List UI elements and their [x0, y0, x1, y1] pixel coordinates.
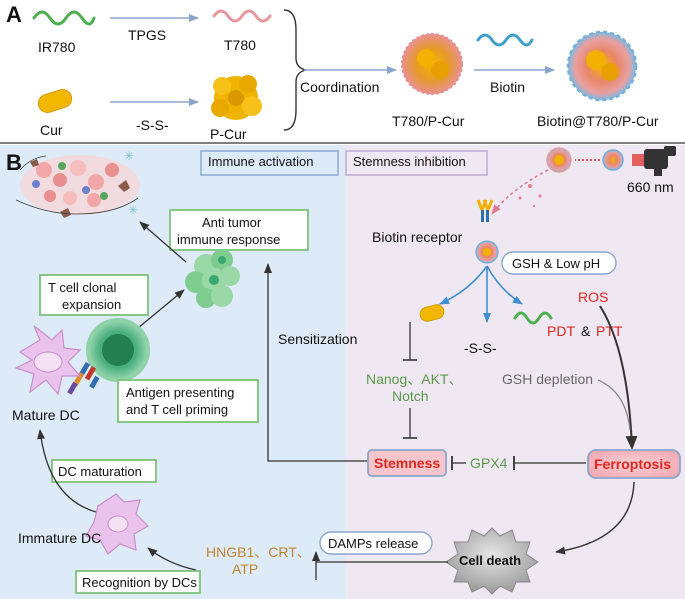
damps-label: DAMPs release: [328, 536, 418, 551]
laser-icon: [546, 146, 676, 176]
anti-tumor-line1: Anti tumor: [202, 215, 262, 230]
ir780-released-icon: [513, 311, 553, 325]
biotin-receptor-label: Biotin receptor: [372, 229, 463, 245]
t780-pcur-label: T780/P-Cur: [392, 113, 465, 129]
panel-b-label: B: [6, 150, 22, 175]
biotin-receptor-icon: [476, 199, 494, 222]
ir780-label: IR780: [38, 39, 76, 55]
biotin-label: Biotin: [490, 79, 525, 95]
cur-capsule-icon: [37, 89, 73, 113]
ros-label: ROS: [578, 289, 608, 305]
nanog-line2: Notch: [392, 388, 429, 404]
immune-activation-box: Immune activation: [208, 154, 314, 169]
immune-activation-border: [200, 150, 339, 176]
internalized-nanoparticle-icon: [475, 240, 499, 264]
svg-text:✳: ✳: [124, 149, 134, 163]
t780-pcur-nanoparticle-icon: [401, 33, 463, 95]
branch-left-arrow: [439, 265, 488, 305]
ir780-wave-icon: [32, 10, 96, 26]
recognition-arrow: [147, 547, 197, 571]
damps-box: [319, 531, 433, 555]
immature-dc-label: Immature DC: [18, 530, 101, 546]
sensitization-arrow: [264, 263, 370, 462]
tumor-cluster-icon: ✳ ✳: [15, 149, 140, 218]
mature-dc-icon: [14, 325, 82, 396]
stemness-box: [367, 449, 447, 477]
anti-tumor-box: [169, 209, 309, 251]
t-cell-cluster-icon: [185, 249, 240, 308]
svg-text:✳: ✳: [128, 203, 138, 217]
recognition-box: [75, 570, 201, 594]
anti-tumor-line2: immune response: [177, 232, 280, 247]
final-label: Biotin@T780/P-Cur: [537, 113, 659, 129]
ros-arrow: [599, 305, 638, 450]
t-cell-clonal-line2: expansion: [62, 297, 121, 312]
gsh-depletion-label: GSH depletion: [502, 371, 593, 387]
antigen-line2: and T cell priming: [126, 402, 228, 417]
panel-b: B ✳ ✳ Immune activation Stemness inhibit…: [0, 145, 685, 599]
ferroptosis-label: Ferroptosis: [594, 456, 671, 472]
gsh-depletion-arrow: [597, 379, 631, 431]
attack-arrow: [139, 221, 187, 263]
gpx4-label: GPX4: [470, 455, 508, 471]
tpgs-label: TPGS: [128, 27, 166, 43]
bracket: [283, 9, 307, 131]
uptake-dots-icon: [518, 184, 542, 208]
t-cell-icon: [86, 318, 150, 382]
nanog-line1: Nanog、AKT、: [366, 371, 462, 387]
stemness-label: Stemness: [374, 455, 440, 471]
ptt-label: PTT: [596, 323, 623, 339]
branch-right-arrow: [486, 265, 523, 305]
stemness-inhibition-box: Stemness inhibition: [353, 154, 466, 169]
p-cur-label: P-Cur: [210, 126, 247, 142]
panel-a-label: A: [6, 2, 22, 27]
panel-a: A IR780 TPGS T780 Cur -S-S- P-Cur Coo: [6, 2, 659, 142]
t780-label: T780: [224, 37, 256, 53]
ss-cleaved-label: -S-S-: [464, 340, 497, 356]
dc-maturation-label: DC maturation: [58, 464, 142, 479]
curcumin-capsule-icon: [419, 304, 445, 322]
immature-dc-icon: [85, 493, 149, 555]
gsh-ph-label: GSH & Low pH: [512, 256, 600, 271]
sensitization-label: Sensitization: [278, 331, 357, 347]
t-cell-clonal-box: [39, 274, 149, 316]
p-cur-icon: [211, 75, 262, 120]
dc-maturation-box: [51, 459, 157, 483]
t780-wave-icon: [212, 9, 272, 23]
cur-label: Cur: [40, 122, 63, 138]
ferroptosis-arrow: [555, 481, 635, 555]
tcr-mhc-icon: [67, 361, 100, 395]
gsh-ph-box: [501, 251, 617, 275]
wavelength-label: 660 nm: [627, 179, 674, 195]
antigen-line1: Antigen presenting: [126, 385, 234, 400]
antigen-box: [117, 379, 259, 423]
stemness-inhibition-border: [345, 150, 488, 176]
biotin-nanoparticle-icon: [566, 30, 638, 102]
cell-death-label: Cell death: [459, 553, 521, 568]
expansion-arrow: [137, 289, 185, 329]
mature-dc-label: Mature DC: [12, 407, 80, 423]
biotin-wave-icon: [476, 33, 534, 47]
recognition-label: Recognition by DCs: [82, 575, 197, 590]
ss-label: -S-S-: [136, 117, 169, 133]
pdt-label: PDT: [547, 323, 575, 339]
cell-death-icon: [445, 527, 539, 595]
hngb1-line2: ATP: [232, 561, 258, 577]
coordination-label: Coordination: [300, 79, 379, 95]
t-cell-clonal-line1: T cell clonal: [48, 280, 117, 295]
maturation-arrow: [37, 429, 97, 513]
amp-label: &: [581, 323, 591, 339]
uptake-arrow: [491, 169, 549, 215]
ferroptosis-box: [587, 449, 681, 479]
hngb1-line1: HNGB1、CRT、: [206, 544, 311, 560]
right-background: [345, 145, 685, 599]
